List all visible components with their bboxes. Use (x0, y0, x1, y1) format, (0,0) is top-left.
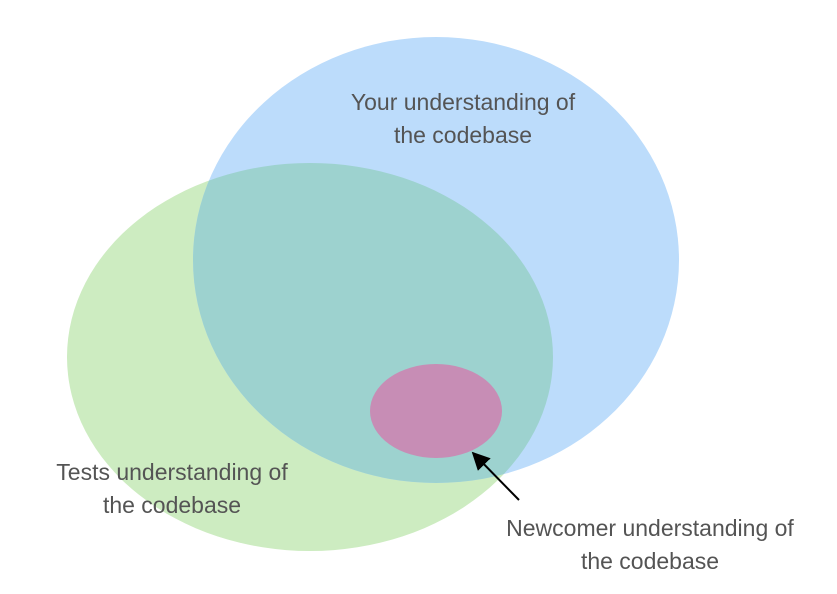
tests-understanding-label-line2: the codebase (102, 492, 242, 518)
newcomer-understanding-label-line1: Newcomer understanding of (506, 515, 794, 541)
your-understanding-label: Your understanding of the codebase (318, 86, 608, 152)
newcomer-pointer-arrow (471, 451, 520, 501)
newcomer-understanding-label-line2: the codebase (580, 548, 720, 574)
tests-understanding-label: Tests understanding of the codebase (22, 456, 322, 522)
your-understanding-label-line2: the codebase (393, 122, 533, 148)
tests-understanding-label-line1: Tests understanding of (56, 459, 288, 485)
your-understanding-label-line1: Your understanding of (350, 89, 576, 115)
newcomer-understanding-ellipse (370, 364, 502, 458)
newcomer-understanding-label: Newcomer understanding of the codebase (470, 512, 830, 578)
